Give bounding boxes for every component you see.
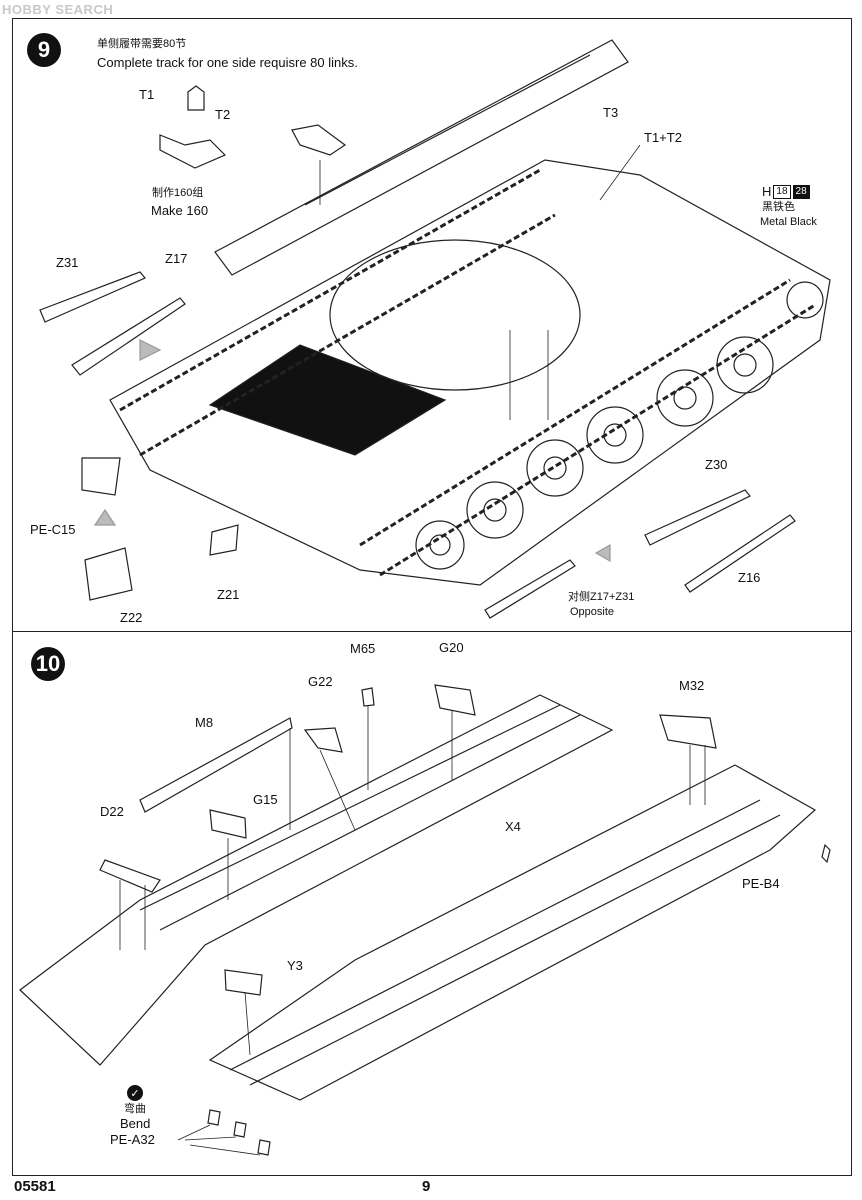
part-label-T1-T2: T1+T2: [644, 130, 682, 145]
part-label-Z30: Z30: [705, 457, 728, 472]
opposite-note-cn: 对侧Z17+Z31: [568, 591, 635, 603]
leader-lines-step10: [119, 706, 706, 1156]
part-label-Y3: Y3: [287, 958, 303, 973]
right-fender-drawing: [208, 714, 817, 1101]
product-code: 05581: [14, 1178, 56, 1195]
watermark: HOBBY SEARCH: [2, 2, 114, 17]
part-label-M65: M65: [350, 641, 376, 656]
color-number-a: 18: [773, 184, 791, 199]
tank-hull-drawing: [109, 159, 831, 586]
small-parts-step9: [39, 85, 796, 619]
make-count-cn: 制作160组: [152, 187, 204, 199]
part-label-PE-C15: PE-C15: [30, 522, 76, 537]
bend-icon: ✓: [127, 1085, 143, 1101]
step-9-instruction-en: Complete track for one side requisre 80 …: [97, 55, 358, 70]
page-number: 9: [422, 1178, 431, 1195]
step-10-number: 10: [31, 647, 65, 681]
part-label-T3: T3: [603, 105, 619, 120]
part-label-T2: T2: [215, 107, 231, 122]
color-name-cn: 黑铁色: [762, 201, 795, 213]
page-frame: [12, 18, 852, 1176]
part-label-Z17: Z17: [165, 251, 188, 266]
track-sprue-drawing: [214, 39, 629, 276]
bend-note-en: Bend: [120, 1116, 151, 1131]
road-wheels-drawing: [415, 281, 824, 570]
part-label-Z31: Z31: [56, 255, 79, 270]
step-9-number: 9: [27, 33, 61, 67]
part-label-D22: D22: [100, 804, 124, 819]
part-label-M32: M32: [679, 678, 705, 693]
color-name-en: Metal Black: [760, 216, 817, 228]
step-divider: [12, 631, 852, 632]
part-label-PE-B4: PE-B4: [742, 876, 780, 891]
part-label-M8: M8: [195, 715, 214, 730]
part-label-Z22: Z22: [120, 610, 143, 625]
part-label-Z21: Z21: [217, 587, 240, 602]
color-reference: H 18 28: [762, 184, 810, 199]
part-label-Z16: Z16: [738, 570, 761, 585]
make-count-en: Make 160: [151, 203, 209, 218]
part-label-G22: G22: [308, 674, 333, 689]
color-number-b: 28: [792, 184, 810, 199]
bend-note-cn: 弯曲: [124, 1103, 146, 1115]
step-9-instruction-cn: 单侧履带需要80节: [97, 38, 187, 50]
leader-lines-step9: [319, 144, 641, 420]
part-label-G20: G20: [439, 640, 464, 655]
part-label-G15: G15: [253, 792, 278, 807]
small-parts-step10: [99, 684, 831, 1156]
part-label-PE-A32: PE-A32: [110, 1132, 155, 1147]
left-fender-drawing: [19, 694, 614, 1066]
part-label-T1: T1: [139, 87, 155, 102]
color-code: H: [762, 184, 772, 199]
opposite-note-en: Opposite: [570, 606, 615, 618]
part-label-X4: X4: [505, 819, 521, 834]
